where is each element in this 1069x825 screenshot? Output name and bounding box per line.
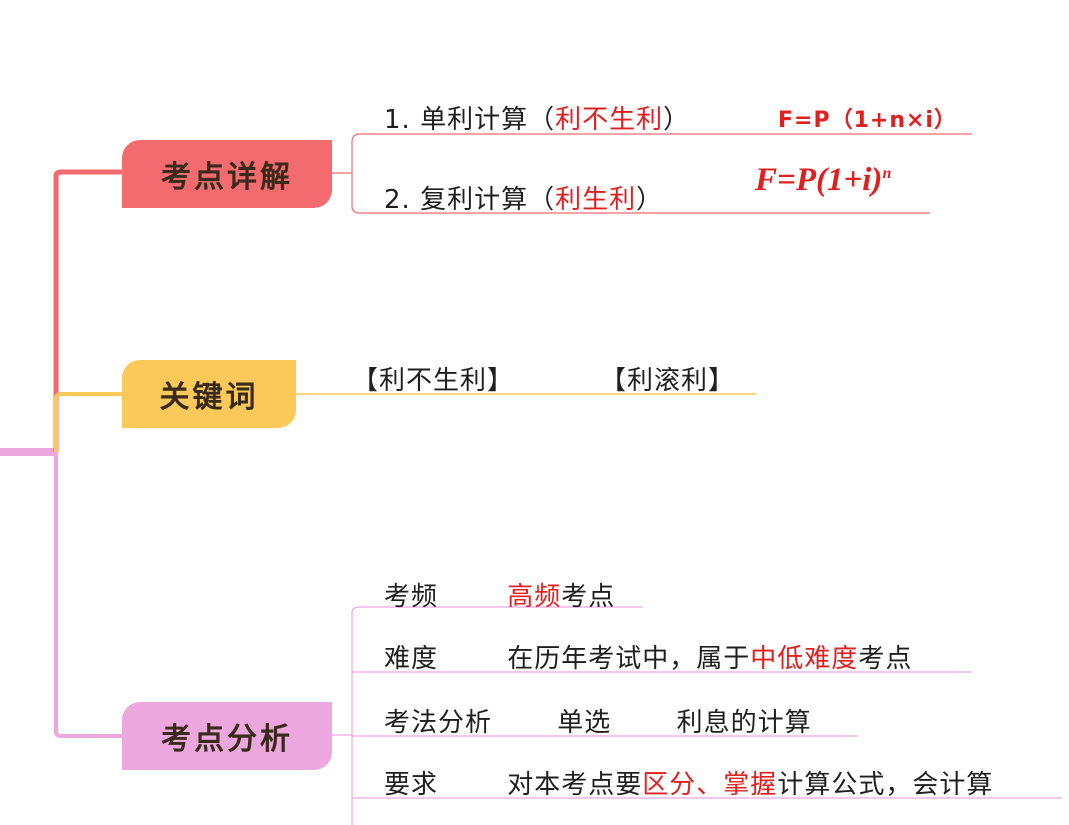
node-detail[interactable]: 考点详解 — [122, 140, 332, 208]
analysis-requirement[interactable]: 要求 对本考点要区分、掌握计算公式，会计算 — [384, 764, 993, 801]
requirement-pre: 对本考点要 — [507, 770, 643, 800]
requirement-rest: 计算公式，会计算 — [777, 770, 994, 800]
detail-bracket — [332, 133, 972, 214]
detail-compound-suffix: ） — [636, 185, 664, 215]
detail-simple-prefix: 1. 单利计算（ — [384, 105, 556, 135]
detail-compound[interactable]: 2. 复利计算（利生利） — [384, 179, 663, 216]
formula-compound-exponent: n — [882, 165, 892, 182]
node-analysis-label: 考点分析 — [161, 722, 293, 757]
frequency-highlight: 高频 — [507, 582, 562, 612]
analysis-frequency[interactable]: 考频 高频考点 — [384, 576, 615, 613]
node-analysis[interactable]: 考点分析 — [122, 702, 332, 770]
method-label: 考法分析 — [384, 708, 493, 738]
formula-compound: F=P(1+i)n — [755, 162, 891, 199]
difficulty-label: 难度 — [384, 644, 439, 674]
detail-simple-suffix: ） — [663, 105, 691, 135]
requirement-highlight: 区分、掌握 — [642, 770, 778, 800]
frequency-label: 考频 — [384, 582, 439, 612]
analysis-bracket — [332, 606, 1062, 825]
detail-simple-highlight: 利不生利 — [555, 105, 664, 135]
branch-analysis — [54, 452, 124, 738]
node-keywords-label: 关键词 — [159, 380, 259, 415]
branch-detail — [53, 169, 124, 452]
detail-compound-prefix: 2. 复利计算（ — [384, 185, 556, 215]
node-keywords[interactable]: 关键词 — [122, 360, 296, 428]
keyword-1: 【利不生利】 — [352, 366, 515, 396]
keyword-2: 【利滚利】 — [600, 366, 736, 396]
method-topic: 利息的计算 — [676, 708, 812, 738]
analysis-difficulty[interactable]: 难度 在历年考试中，属于中低难度考点 — [384, 638, 912, 675]
detail-simple[interactable]: 1. 单利计算（利不生利） — [384, 99, 690, 136]
difficulty-rest: 考点 — [858, 644, 913, 674]
formula-simple: F=P（1+n×i） — [778, 108, 957, 133]
difficulty-pre: 在历年考试中，属于 — [507, 644, 751, 674]
detail-compound-highlight: 利生利 — [555, 185, 637, 215]
frequency-rest: 考点 — [561, 582, 616, 612]
method-type: 单选 — [557, 708, 612, 738]
difficulty-highlight: 中低难度 — [750, 644, 859, 674]
formula-compound-base: F=P(1+i) — [755, 162, 883, 198]
branch-keywords — [54, 392, 124, 452]
analysis-method[interactable]: 考法分析 单选 利息的计算 — [384, 702, 812, 739]
requirement-label: 要求 — [384, 770, 439, 800]
node-detail-label: 考点详解 — [161, 160, 293, 195]
